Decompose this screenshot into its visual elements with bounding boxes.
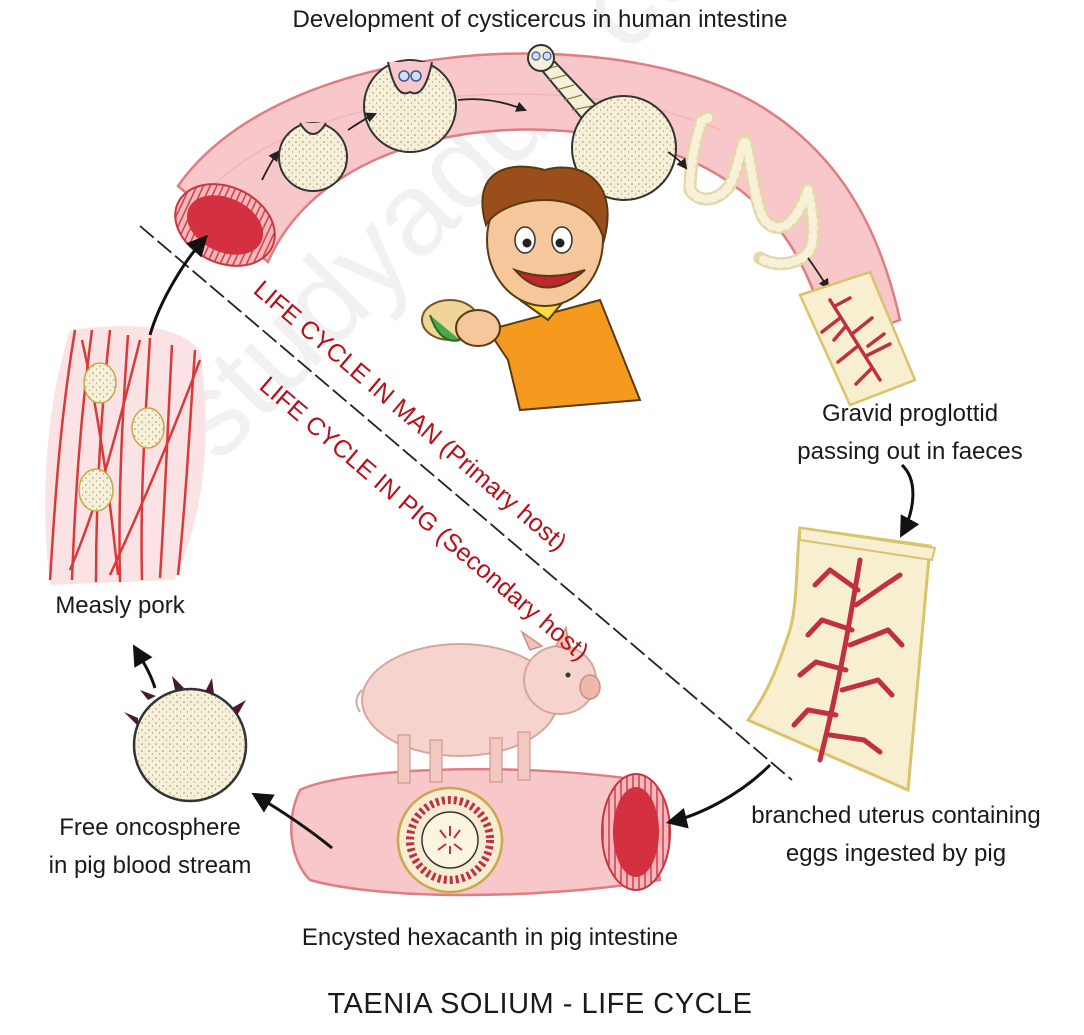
label-uterus-line1: branched uterus containing xyxy=(708,800,1084,832)
arrow-gravid-to-proglottid xyxy=(902,465,913,534)
free-oncosphere xyxy=(124,676,246,801)
label-encysted-hexacanth: Encysted hexacanth in pig intestine xyxy=(200,922,780,954)
label-gravid-line2: passing out in faeces xyxy=(760,436,1060,468)
cysticercus-stage-1 xyxy=(279,123,347,191)
diagram-title: TAENIA SOLIUM - LIFE CYCLE xyxy=(240,984,840,1024)
label-uterus-line2: eggs ingested by pig xyxy=(708,838,1084,870)
arrow-oncosphere-to-pork xyxy=(135,648,155,688)
label-oncosphere-line1: Free oncosphere xyxy=(10,812,290,844)
label-development-cysticercus: Development of cysticercus in human inte… xyxy=(170,4,910,36)
encysted-hexacanth xyxy=(398,788,502,892)
gravid-proglottid-large xyxy=(748,528,935,790)
gravid-proglottid-small xyxy=(800,272,915,405)
cysticercus-stage-2 xyxy=(364,60,456,152)
label-measly-pork: Measly pork xyxy=(10,590,230,622)
measly-pork xyxy=(45,326,206,585)
boy-eating-illustration xyxy=(422,167,640,410)
label-oncosphere-line2: in pig blood stream xyxy=(10,850,290,882)
label-gravid-line1: Gravid proglottid xyxy=(760,398,1060,430)
